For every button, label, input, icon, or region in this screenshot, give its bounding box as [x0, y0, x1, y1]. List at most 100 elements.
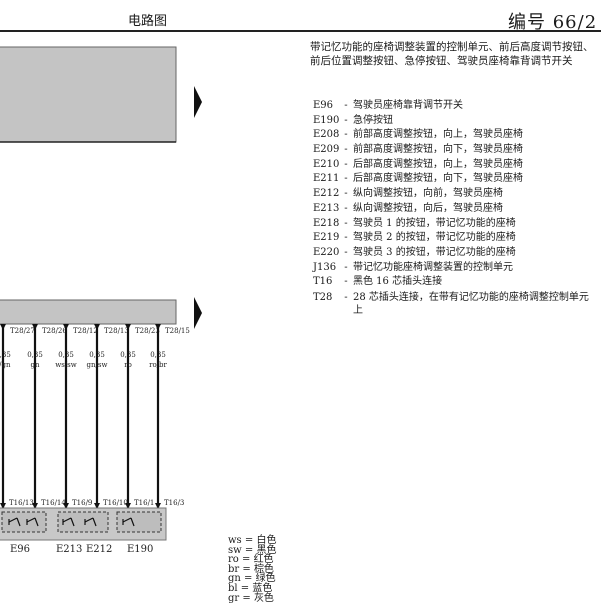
wire-bottom-pin: T16/13 — [9, 499, 34, 507]
wire-size: 0,35 — [120, 351, 136, 359]
legend-row: T16-黑色 16 芯插头连接 — [313, 275, 598, 290]
wire-top-pin: T28/13 — [104, 327, 129, 335]
legend-code: E213 — [313, 202, 340, 214]
legend-code: E210 — [313, 158, 340, 170]
color-key-row: gn = 绿色 — [228, 573, 276, 585]
legend-row: E212-纵向调整按钮，向前，驾驶员座椅 — [313, 187, 598, 202]
diagram-description: 带记忆功能的座椅调整装置的控制单元、前后高度调节按钮、前后位置调整按钮、急停按钮… — [310, 41, 594, 67]
color-abbr: ro — [228, 554, 239, 566]
component-label-e213: E213 — [56, 544, 82, 555]
wire-top-pin: T28/27 — [10, 327, 35, 335]
header-title: 电路图 — [128, 14, 168, 29]
color-abbr: ws — [228, 535, 242, 546]
wire-color: ro — [124, 361, 132, 369]
switch-symbol-icon — [62, 517, 75, 527]
switch-symbols — [8, 517, 135, 527]
legend-text: 驾驶员 2 的按钮，带记忆功能的座椅 — [353, 232, 516, 244]
legend-text: 纵向调整按钮，向后，驾驶员座椅 — [353, 202, 503, 214]
wire-color-key: ws = 白色 sw = 黑色 ro = 红色 br = 棕色 gn = 绿色 … — [228, 535, 277, 604]
color-abbr: gr — [228, 592, 240, 604]
component-label-e190: E190 — [127, 544, 153, 555]
legend-text: 驾驶员座椅靠背调节开关 — [353, 100, 463, 111]
legend-code: E96 — [313, 100, 334, 111]
wire-color: gn/sw — [87, 361, 108, 369]
wire-bottom-pin: T16/9 — [72, 499, 92, 507]
color-abbr: sw — [228, 544, 242, 556]
switch-symbol-icon — [122, 517, 135, 527]
wire-color: gn — [31, 361, 40, 369]
wire-top-pin: T28/26 — [42, 327, 67, 335]
legend-text: 驾驶员 3 的按钮，带记忆功能的座椅 — [353, 246, 516, 258]
switch-e96 — [1, 511, 47, 533]
wire-top-pin: T28/15 — [165, 327, 190, 335]
color-abbr: gn — [228, 573, 241, 585]
legend-text: 驾驶员 1 的按钮，带记忆功能的座椅 — [353, 217, 516, 229]
color-key-row: bl = 蓝色 — [228, 582, 273, 594]
color-key-row: gr = 灰色 — [228, 592, 274, 604]
color-name: 黑色 — [256, 544, 277, 556]
legend-code: E211 — [313, 173, 340, 185]
wire-size: 0,35 — [150, 351, 166, 359]
switch-e190 — [116, 511, 162, 533]
legend-code: E212 — [313, 188, 340, 200]
color-key-row: br = 棕色 — [228, 563, 274, 575]
legend-row: E190-急停按钮 — [313, 114, 598, 129]
legend-text: 黑色 16 芯插头连接 — [353, 276, 443, 288]
wire-top-pin: T28/12 — [73, 327, 98, 335]
wire-bottom-pin: T16/10 — [103, 499, 128, 507]
legend-row: E213-纵向调整按钮，向后，驾驶员座椅 — [313, 202, 598, 217]
legend-text: 带记忆功能座椅调整装置的控制单元 — [353, 261, 513, 273]
legend-code: E209 — [313, 144, 340, 156]
legend-row: E218-驾驶员 1 的按钮，带记忆功能的座椅 — [313, 217, 598, 232]
wire-size: 0,35 — [27, 351, 43, 359]
wire-top-pin: T28/23 — [135, 327, 160, 335]
continuation-arrow-top — [194, 86, 202, 118]
legend-row: E211-后部高度调整按钮，向下，驾驶员座椅 — [313, 172, 598, 187]
legend-row: T28-28 芯插头连接，在带有记忆功能的座椅调整控制单元上 — [313, 291, 598, 317]
color-name: 绿色 — [255, 573, 276, 585]
wire-group: T28/270,35s/gnT16/13T28/260,35gnT16/14T2… — [0, 324, 190, 509]
switch-symbol-icon — [26, 517, 39, 527]
legend-row: E209-前部高度调整按钮，向下，驾驶员座椅 — [313, 143, 598, 158]
color-abbr: bl — [228, 582, 238, 594]
legend-row: E219-驾驶员 2 的按钮，带记忆功能的座椅 — [313, 231, 598, 246]
wire-color: ws/sw — [55, 361, 77, 369]
legend-code: T16 — [313, 276, 333, 288]
wire-size: 0,35 — [58, 351, 74, 359]
control-unit-box-top — [0, 46, 177, 143]
legend-code: J136 — [313, 261, 337, 273]
circuit-diagram: T28/270,35s/gnT16/13T28/260,35gnT16/14T2… — [0, 46, 202, 555]
color-name: 蓝色 — [252, 582, 273, 594]
legend-code: E218 — [313, 217, 340, 229]
continuation-arrow-middle — [194, 297, 202, 329]
switch-symbol-icon — [84, 517, 97, 527]
legend-text: 后部高度调整按钮，向上，驾驶员座椅 — [353, 158, 523, 170]
color-name: 白色 — [256, 535, 277, 546]
header-rule — [0, 30, 601, 32]
legend-code: E220 — [313, 246, 340, 258]
wire-size: 0,35 — [89, 351, 105, 359]
legend-text: 纵向调整按钮，向前，驾驶员座椅 — [353, 188, 503, 200]
legend-code: E219 — [313, 232, 340, 244]
connector-strip-t28 — [0, 299, 177, 325]
legend-row: E210-后部高度调整按钮，向上，驾驶员座椅 — [313, 158, 598, 173]
wire-bottom-pin: T16/1 — [134, 499, 154, 507]
wire-color: ro/br — [149, 361, 167, 369]
legend-code: E190 — [313, 114, 340, 126]
legend-row: J136-带记忆功能座椅调整装置的控制单元 — [313, 261, 598, 276]
color-name: 棕色 — [253, 563, 274, 575]
color-key-row: ro = 红色 — [228, 554, 274, 566]
color-key-row: ws = 白色 — [228, 535, 277, 546]
legend-text: 后部高度调整按钮，向下，驾驶员座椅 — [353, 173, 523, 185]
wire-bottom-pin: T16/14 — [41, 499, 66, 507]
legend-text: 前部高度调整按钮，向下，驾驶员座椅 — [353, 144, 523, 156]
wire-bottom-pin: T16/3 — [164, 499, 184, 507]
color-name: 红色 — [253, 554, 274, 566]
component-legend: E96-驾驶员座椅靠背调节开关 E190-急停按钮 E208-前部高度调整按钮，… — [313, 99, 598, 317]
